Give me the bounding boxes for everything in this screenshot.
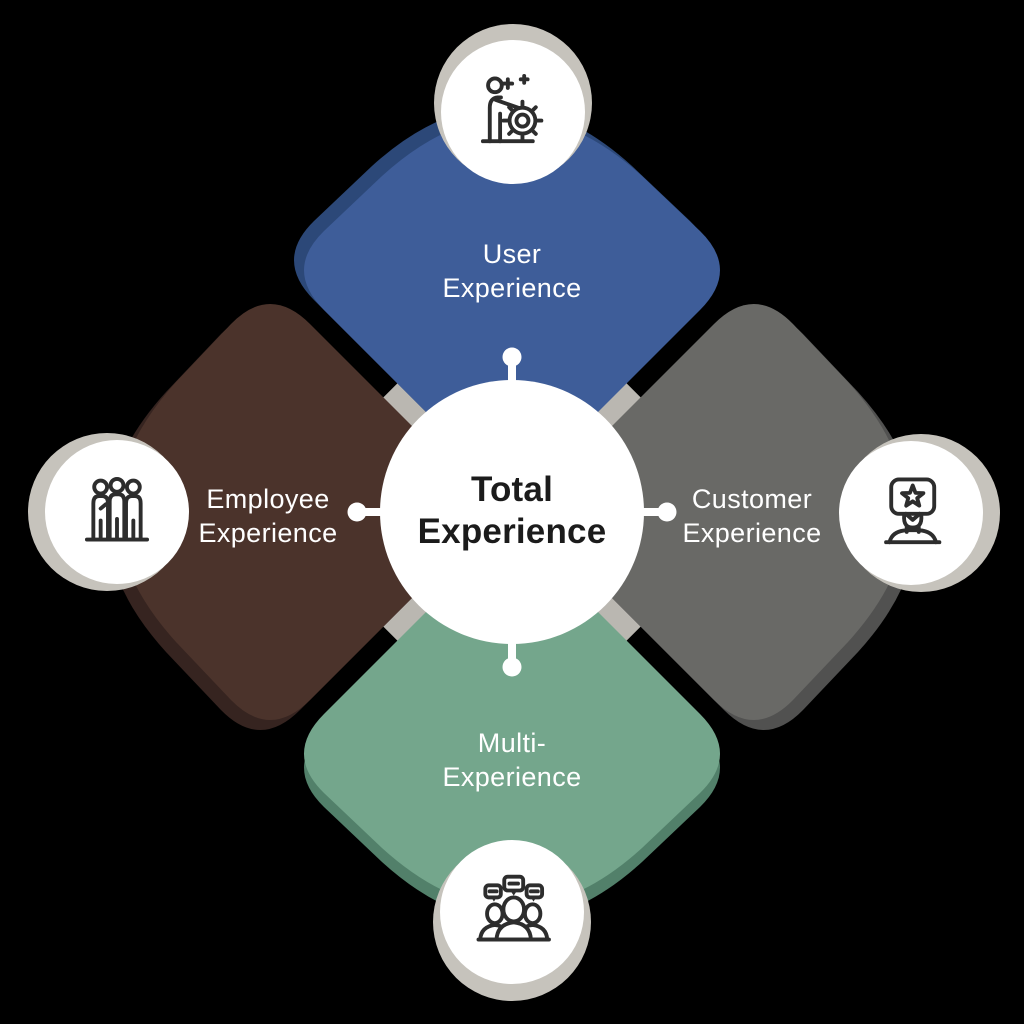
customer-review-icon-svg <box>884 477 942 545</box>
customer-review-icon <box>884 477 942 545</box>
label-line: Experience <box>442 762 582 792</box>
label-line: Multi- <box>477 728 547 758</box>
label-line: Employee <box>206 484 330 514</box>
people-group-icon <box>84 476 150 542</box>
label-line: Experience <box>442 273 582 303</box>
stub-top <box>502 347 522 389</box>
group-chat-icon-svg <box>476 874 551 942</box>
label-line: Experience <box>198 518 338 548</box>
user-gear-icon <box>480 73 544 144</box>
group-chat-icon <box>476 874 551 942</box>
center-title-line: Total <box>470 470 553 509</box>
label-user-experience: User Experience <box>382 237 642 305</box>
hub-circle <box>380 380 644 644</box>
hub <box>347 347 677 677</box>
label-line: Experience <box>682 518 822 548</box>
label-employee-experience: Employee Experience <box>138 482 398 550</box>
center-title: Total Experience <box>372 469 652 553</box>
stub-left <box>347 502 389 522</box>
center-title-line: Experience <box>417 512 607 551</box>
stub-bottom <box>502 635 522 677</box>
label-customer-experience: Customer Experience <box>622 482 882 550</box>
stub-right <box>635 502 677 522</box>
people-group-icon-svg <box>84 476 150 542</box>
label-multi-experience: Multi- Experience <box>382 726 642 794</box>
user-gear-icon-svg <box>480 73 544 144</box>
label-line: User <box>482 239 542 269</box>
label-line: Customer <box>691 484 813 514</box>
